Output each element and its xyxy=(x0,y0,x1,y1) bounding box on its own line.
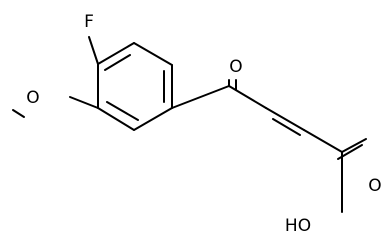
ring-bond-c5-c6 xyxy=(97,107,135,131)
bond-carboxyl-double-a xyxy=(341,138,367,153)
methoxy-oxygen-label: O xyxy=(26,88,39,108)
benzene-ring xyxy=(97,42,173,131)
ring-bond-c4-c5 xyxy=(133,107,173,131)
ketone-oxygen-label: O xyxy=(229,57,242,77)
alkene-bond-inner xyxy=(272,118,301,136)
hydroxyl-label: HO xyxy=(285,216,311,236)
ring-bond-c2-c3 xyxy=(133,42,173,66)
bond-ring-to-methoxy-oxygen xyxy=(69,96,99,109)
bond-ring-to-fluorine xyxy=(88,36,99,65)
bond-ring-to-ketone-carbon xyxy=(171,85,230,109)
ring-inner-double-bond-a xyxy=(104,54,131,71)
ring-bond-c1-c2 xyxy=(97,42,135,65)
carbonyl-oxygen-label: O xyxy=(368,176,381,196)
bond-methoxy-oxygen-to-methyl xyxy=(12,109,25,118)
fluorine-label: F xyxy=(84,12,94,32)
bond-alkene-to-carboxyl-carbon xyxy=(303,129,343,153)
bond-ketone-to-alkene xyxy=(228,85,267,109)
alkene-bond-outer xyxy=(265,107,305,131)
ring-inner-double-bond-c xyxy=(106,101,139,121)
